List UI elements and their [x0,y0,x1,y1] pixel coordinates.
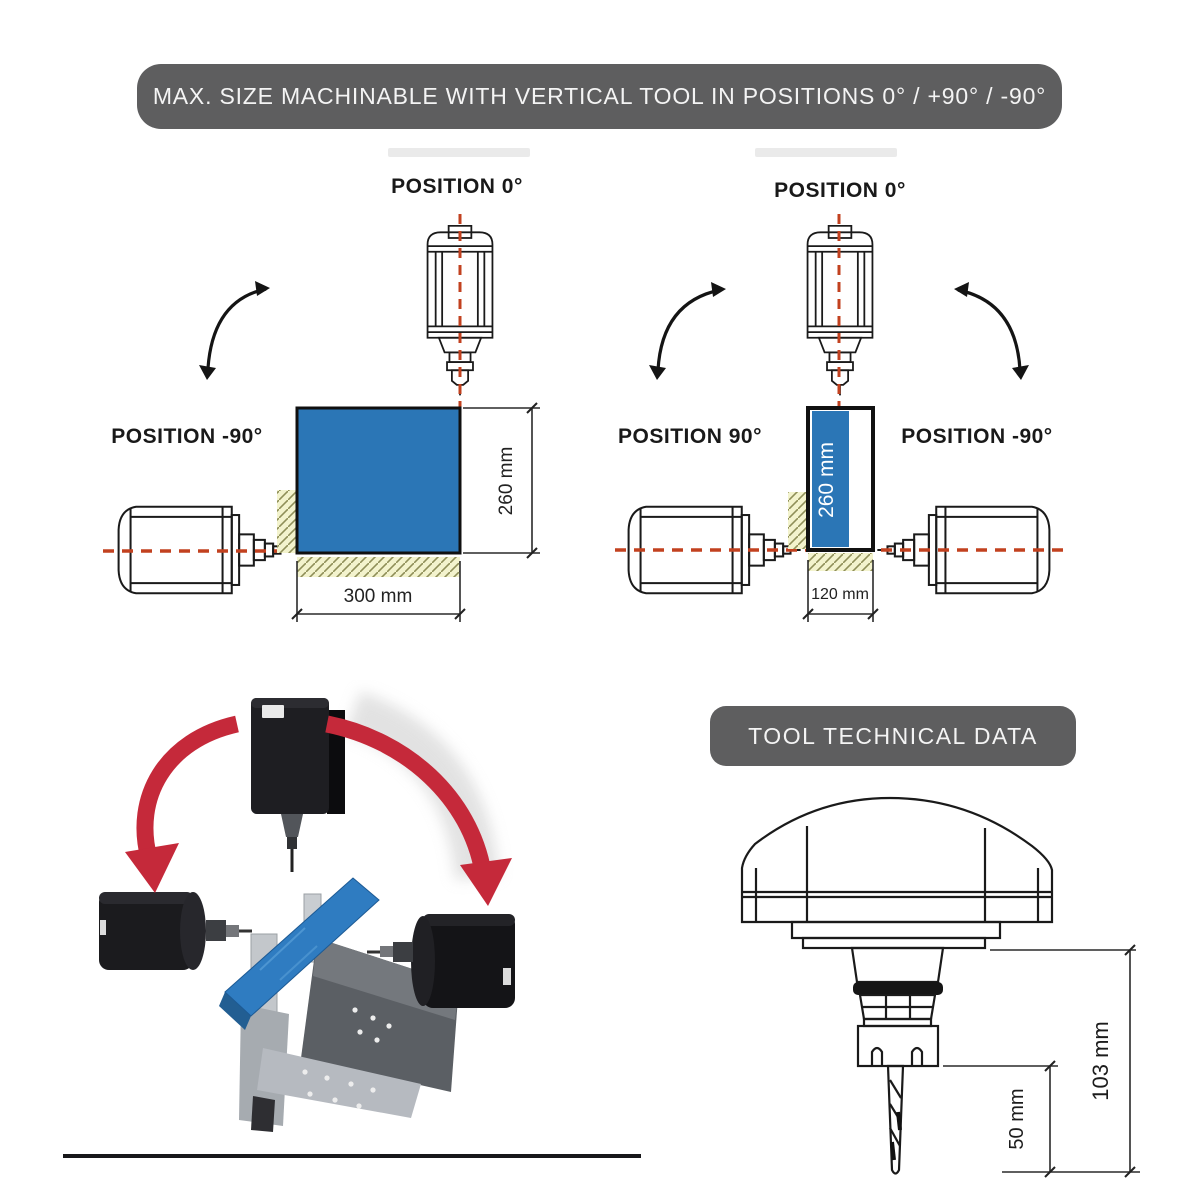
right-position-diagram: POSITION 0° POSITION 90° POSITION -90° 2… [615,148,1068,622]
clamp-hatch-side [277,490,297,553]
left-position-diagram: POSITION 0° POSITION -90° 260 mm 300 mm [103,148,540,622]
clamp-hatch-bottom [297,557,460,577]
clamp-hatch-side [788,492,807,549]
position-0-label: POSITION 0° [391,175,523,198]
rotation-arrow-right [954,282,1029,380]
overall-length-dimension: 103 mm [990,944,1140,1178]
position-90-label: POSITION 90° [618,425,762,448]
width-dim-label: 120 mm [811,586,869,603]
position-minus90-label: POSITION -90° [901,425,1052,448]
protrusion-label: 50 mm [1006,1088,1028,1149]
workpiece-block [295,406,462,555]
blue-rail [224,877,380,1017]
position-minus90-label: POSITION -90° [111,425,262,448]
height-dim-label: 260 mm [496,447,517,516]
overall-length-label: 103 mm [1088,1021,1113,1100]
right-motor-photo [367,914,515,1008]
tool-technical-drawing: 103 mm 50 mm [740,796,1140,1178]
tool-data-banner: TOOL TECHNICAL DATA [710,706,1076,766]
title-text: MAX. SIZE MACHINABLE WITH VERTICAL TOOL … [152,83,1047,109]
rotation-arrow-left [649,282,726,380]
position-0-label: POSITION 0° [774,179,906,202]
clamp-hatch-bottom [808,553,873,571]
height-dim-label: 260 mm [815,442,838,518]
workpiece-block [812,411,849,547]
left-motor-photo [99,892,252,970]
bolt-holes [302,1007,392,1109]
swing-arrow-right [325,715,512,906]
tool-holder [856,1024,940,1068]
width-dimension: 300 mm [291,561,466,622]
protrusion-dimension: 50 mm [943,1060,1058,1178]
machine-photo [63,691,641,1158]
swing-arrow-left [125,715,240,893]
tool-banner-text: TOOL TECHNICAL DATA [748,722,1038,749]
drill-bit-drawing [886,1064,905,1175]
height-dimension: 260 mm [463,402,540,559]
width-dimension: 120 mm [802,560,879,622]
top-spindle-photo [251,698,345,872]
ghost-artifact [755,148,897,157]
ghost-artifact [388,148,530,157]
width-dim-label: 300 mm [344,586,413,607]
spindle-nose-drawing [740,796,1054,1068]
title-banner: MAX. SIZE MACHINABLE WITH VERTICAL TOOL … [137,64,1062,129]
rotation-arrow [199,281,270,380]
